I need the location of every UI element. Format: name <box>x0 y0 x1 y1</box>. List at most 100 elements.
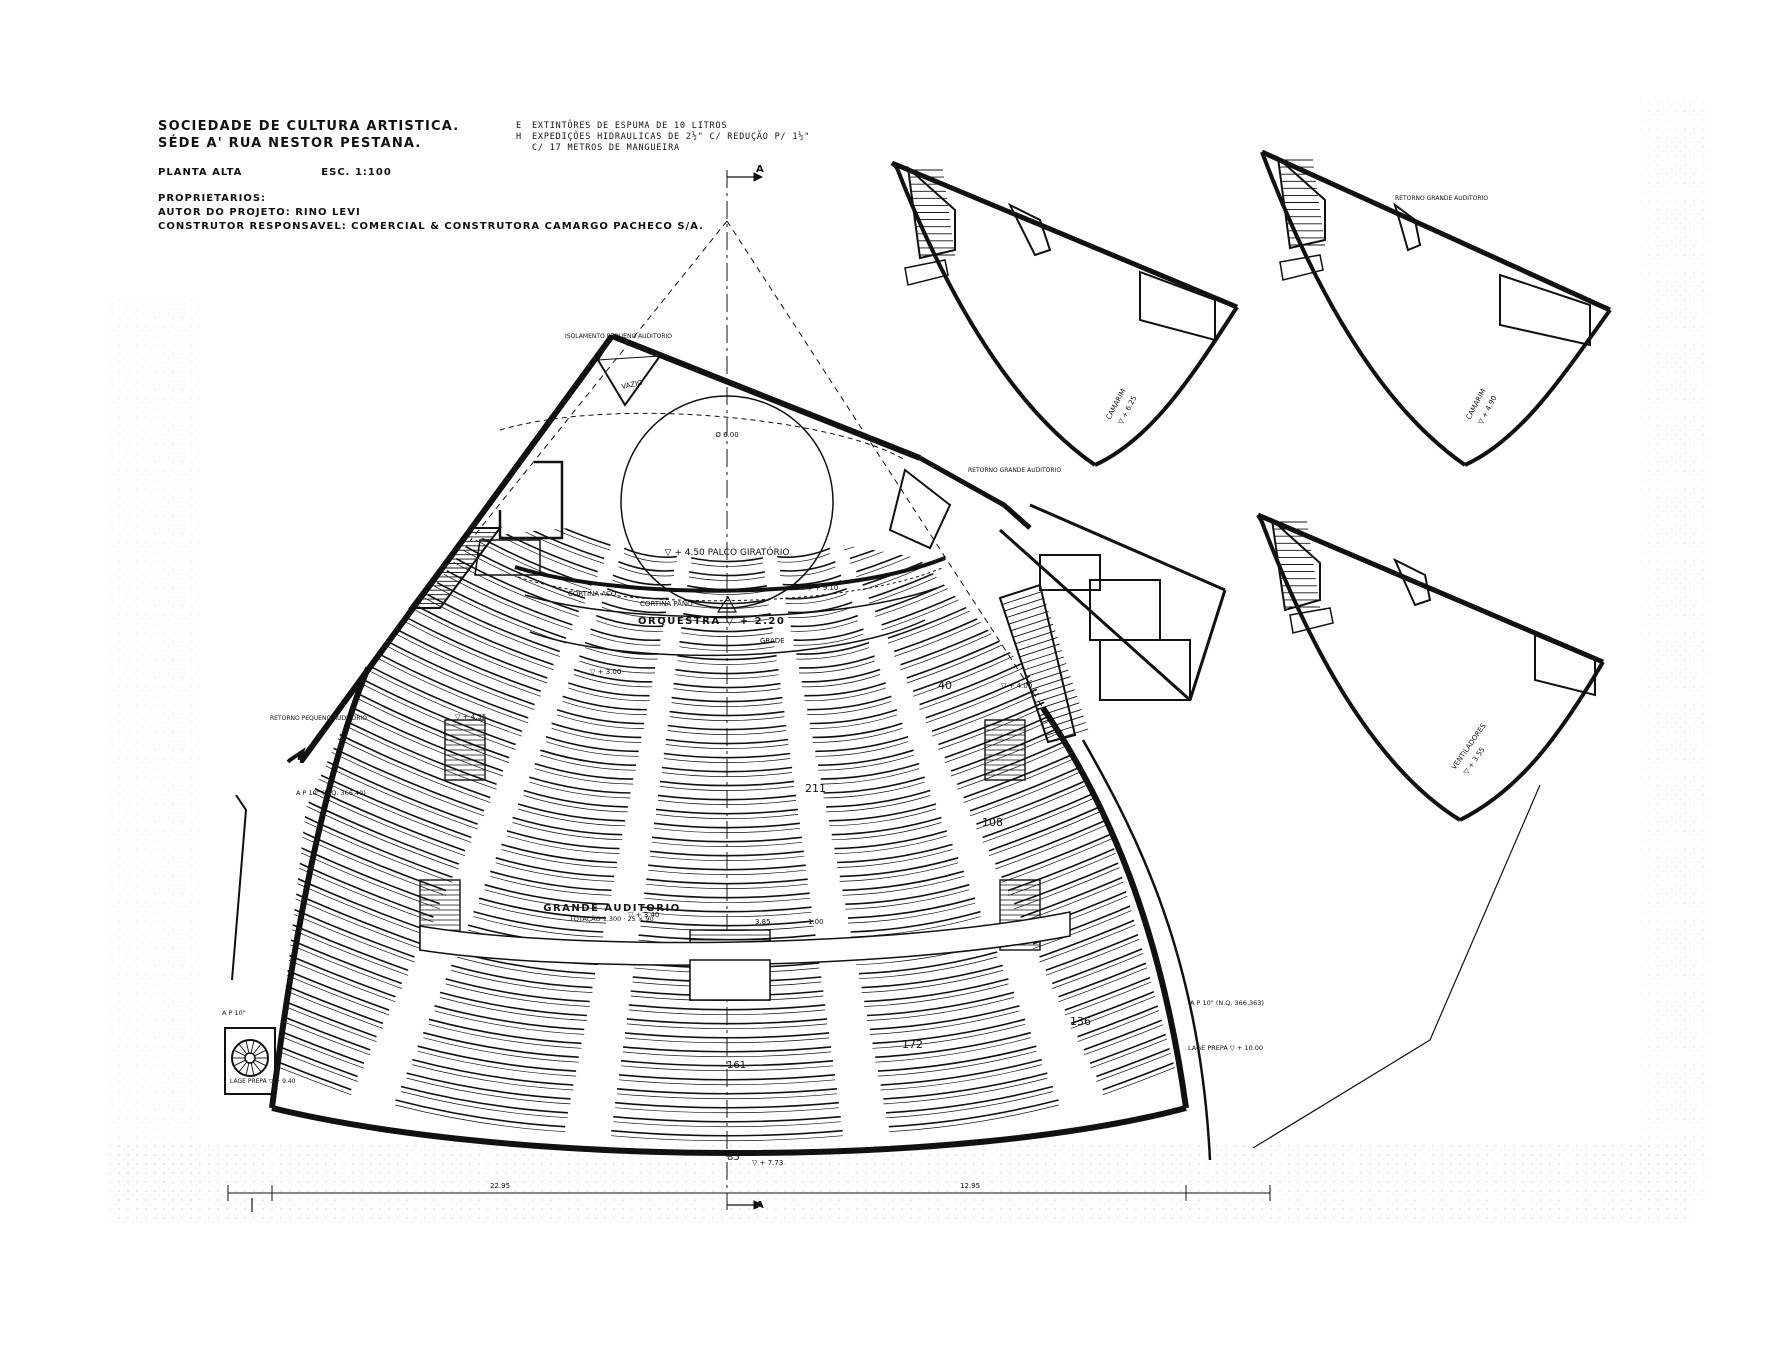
seat-row-back <box>272 635 472 843</box>
legend-h-text: EXPEDIÇÕES HIDRAULICAS DE 2½" C/ REDUÇÃO… <box>532 132 811 142</box>
seat-row <box>687 585 767 591</box>
seat-row <box>562 695 647 711</box>
seat-row-back <box>837 849 953 868</box>
curtain-cloth-label: CORTINA PANO <box>640 600 693 608</box>
seat-row-back <box>512 822 623 841</box>
seat-row <box>823 776 925 794</box>
seat-row <box>834 830 948 850</box>
seat-row <box>657 794 797 801</box>
seat-row <box>685 599 769 605</box>
seat-row-back <box>906 537 1179 684</box>
spiral-tread <box>245 1062 250 1076</box>
seat-row-back <box>529 781 631 799</box>
seat-row <box>1014 670 1186 905</box>
seat-row-back <box>433 526 611 551</box>
seat-row-back <box>1039 708 1186 963</box>
seat-row <box>1026 686 1186 932</box>
seat-row-back <box>473 916 604 938</box>
seat-row <box>866 991 1015 1017</box>
seat-row <box>272 719 403 985</box>
seat-row-back <box>681 632 773 637</box>
seat-row <box>919 548 1186 706</box>
seat-row <box>618 561 675 572</box>
seat-row-back <box>386 526 592 591</box>
level-773: ▽ + 7.73 <box>752 1159 783 1167</box>
room-right-3 <box>1099 639 1191 701</box>
seat-row-back <box>779 566 836 577</box>
wall-top-diagonal <box>610 333 922 461</box>
dim-1295: 12.95 <box>960 1182 980 1190</box>
seat-row-back <box>869 1010 1020 1035</box>
seat-count-172: 172 <box>902 1038 923 1051</box>
seat-row <box>1070 744 1186 1025</box>
seat-row-back <box>801 674 881 688</box>
builder-label: CONSTRUTOR RESPONSAVEL: COMERCIAL & CONS… <box>158 221 704 232</box>
seat-row-back <box>969 618 1186 817</box>
seat-row <box>839 857 959 878</box>
seat-row <box>688 571 766 577</box>
seat-row <box>650 850 804 857</box>
seat-row-back <box>798 660 875 674</box>
seat-row <box>847 897 976 919</box>
seat-row <box>886 1085 1054 1114</box>
seat-row <box>982 629 1186 839</box>
seat-row-back <box>272 643 466 857</box>
seat-row <box>812 722 903 739</box>
paper-grain-left <box>110 300 200 1200</box>
stair-tread <box>1015 630 1056 645</box>
seat-row-back <box>501 849 617 868</box>
seat-row <box>995 646 1186 865</box>
vazio-diagonal <box>597 355 661 361</box>
seat-row-back <box>831 822 942 841</box>
seat-row-back <box>272 684 434 923</box>
seat-row-back <box>644 897 810 904</box>
seat-row-back <box>395 1104 566 1133</box>
title-line-1: SOCIEDADE DE CULTURA ARTISTICA. <box>158 119 460 134</box>
seat-row <box>864 978 1009 1003</box>
seat-row-back <box>640 925 814 931</box>
seat-row <box>386 526 592 586</box>
plan-label: PLANTA ALTA <box>158 167 243 178</box>
seat-row <box>478 897 607 919</box>
seat-row <box>534 762 634 780</box>
seat-row-back <box>611 1135 843 1142</box>
seat-row <box>611 1129 843 1137</box>
seat-row-back <box>618 1079 836 1086</box>
seat-row <box>272 662 447 892</box>
seat-row <box>638 934 816 941</box>
seat-row <box>628 1004 826 1011</box>
seat-row <box>1083 760 1186 1051</box>
seat-row <box>793 628 864 642</box>
seat-row-back <box>434 1010 585 1035</box>
dim-385: 3.85 <box>755 918 771 926</box>
seat-row <box>272 629 472 839</box>
seat-row <box>626 1018 828 1025</box>
seat-row <box>272 744 384 1025</box>
room-right-1 <box>1039 554 1101 591</box>
auditorium-sub-label: LOTAÇÃO 1.300 · 25 × 90 <box>570 914 653 923</box>
seat-row <box>272 678 434 918</box>
seat-row <box>880 1058 1043 1086</box>
seat-row-back <box>652 841 802 847</box>
seat-row-back <box>689 576 765 581</box>
stair-tread <box>1045 722 1086 736</box>
seat-row-back <box>866 997 1015 1021</box>
seat-row-back <box>490 875 612 896</box>
seat-row <box>272 752 377 1038</box>
retorno-grande-label: RETORNO GRANDE AUDITORIO <box>968 467 1061 474</box>
orchestra-back <box>529 619 926 657</box>
seat-row-back <box>675 674 779 679</box>
author-label: AUTOR DO PROJETO: RINO LEVI <box>158 207 361 218</box>
stair-tread <box>1008 610 1049 625</box>
stair-tread <box>1019 643 1060 658</box>
seat-row <box>801 668 881 683</box>
seat-row <box>620 1060 834 1067</box>
detail-plan-1 <box>890 160 1239 467</box>
legend-h-text-2: C/ 17 METROS DE MANGUEIRA <box>532 143 680 153</box>
dim-100: 1.00 <box>808 918 824 926</box>
seat-row <box>828 803 937 822</box>
spiral-tread <box>233 1049 246 1057</box>
retorno-detail-label: RETORNO GRANDE AUDITORIO <box>1395 195 1488 202</box>
seat-row <box>573 668 653 683</box>
